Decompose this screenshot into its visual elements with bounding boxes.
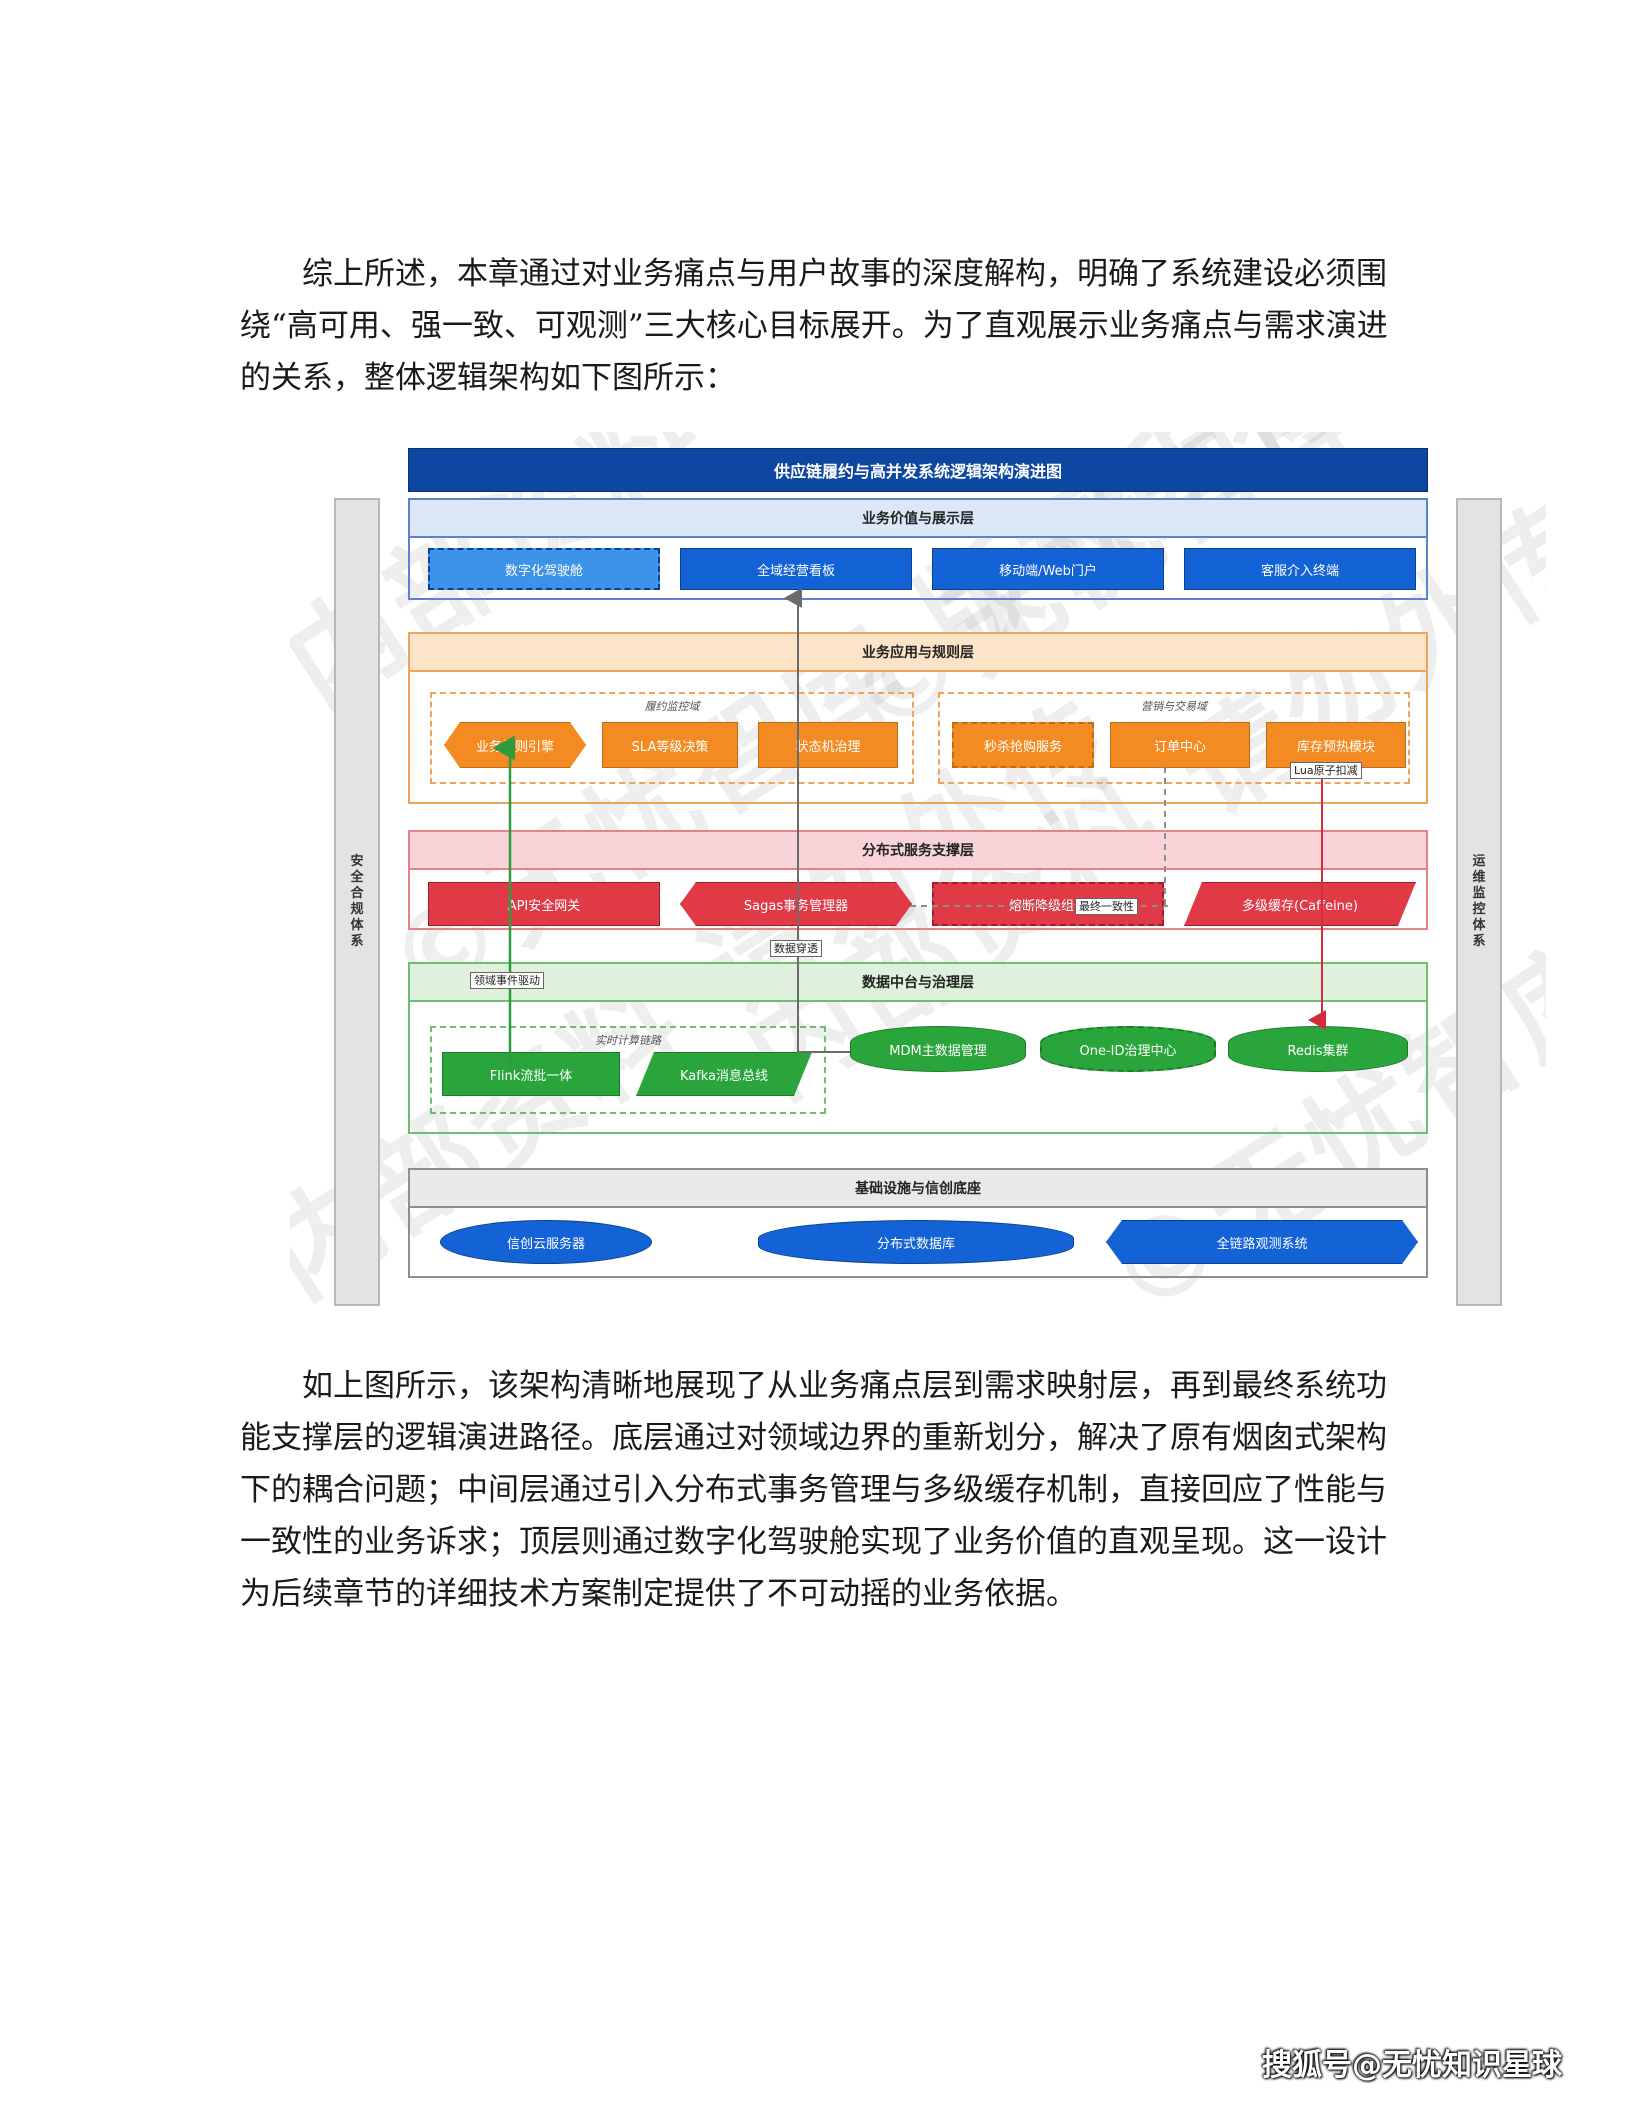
security-compliance-bar: 安全合规体系 — [334, 498, 380, 1306]
marketing-trade-group-label: 营销与交易域 — [1141, 700, 1207, 713]
sagas-manager-node: Sagas事务管理器 — [680, 882, 912, 926]
conclusion-paragraph: 如上图所示，该架构清晰地展现了从业务痛点层到需求映射层，再到最终系统功能支撑层的… — [240, 1368, 1387, 1612]
one-id-node: One-ID治理中心 — [1040, 1026, 1216, 1072]
global-dashboard-node: 全域经营看板 — [680, 548, 912, 590]
connector-lines — [492, 588, 1326, 1070]
flink-node: Flink流批一体 — [442, 1052, 620, 1096]
order-center-node: 订单中心 — [1110, 722, 1250, 768]
marketing-trade-group: 营销与交易域 秒杀抢购服务 订单中心 库存预热模块 — [938, 692, 1410, 784]
fulfillment-monitor-group-label: 履约监控域 — [644, 700, 700, 713]
layer-service: 分布式服务支撑层 API安全网关 Sagas事务管理器 熔断降级组件 多级缓存(… — [408, 830, 1428, 930]
distributed-db-node: 分布式数据库 — [758, 1220, 1074, 1264]
diagram-title: 供应链履约与高并发系统逻辑架构演进图 — [408, 448, 1428, 492]
layer-value: 业务价值与展示层 数字化驾驶舱 全域经营看板 移动端/Web门户 客服介入终端 — [408, 498, 1428, 600]
eventual-consistency-tag: 最终一致性 — [1075, 898, 1138, 915]
state-machine-node: 状态机治理 — [758, 722, 898, 768]
realtime-compute-group: 实时计算链路 Flink流批一体 Kafka消息总线 — [430, 1026, 826, 1114]
layer-application-title: 业务应用与规则层 — [410, 634, 1426, 672]
multilevel-cache-node: 多级缓存(Caffeine) — [1184, 882, 1416, 926]
layer-service-title: 分布式服务支撑层 — [410, 832, 1426, 870]
domain-event-tag: 领域事件驱动 — [470, 972, 544, 989]
sla-decision-node: SLA等级决策 — [602, 722, 738, 768]
ops-monitoring-label: 运维监控体系 — [1472, 854, 1486, 949]
data-penetration-arrow — [784, 588, 850, 1053]
inventory-warmup-node: 库存预热模块 — [1266, 722, 1406, 768]
architecture-diagram: 内部资料 请勿外传 ©无忧智库 版权所有 ©无忧智库 版权所有 内部资料 请勿外… — [290, 432, 1546, 1340]
data-penetration-tag: 数据穿透 — [770, 940, 822, 957]
source-signature: 搜狐号@无忧知识星球 — [1262, 2048, 1562, 2083]
lua-tag: Lua原子扣减 — [1290, 762, 1362, 779]
layer-data-title: 数据中台与治理层 — [410, 964, 1426, 1002]
layer-application: 业务应用与规则层 履约监控域 业务规则引擎 SLA等级决策 状态机治理 营销与交… — [408, 632, 1428, 804]
digital-cockpit-node: 数字化驾驶舱 — [428, 548, 660, 590]
mobile-web-portal-node: 移动端/Web门户 — [932, 548, 1164, 590]
circuit-breaker-node: 熔断降级组件 — [932, 882, 1164, 926]
kafka-node: Kafka消息总线 — [636, 1052, 812, 1096]
flash-sale-node: 秒杀抢购服务 — [952, 722, 1094, 768]
layer-value-title: 业务价值与展示层 — [410, 500, 1426, 538]
layer-infra: 基础设施与信创底座 信创云服务器 分布式数据库 全链路观测系统 — [408, 1168, 1428, 1278]
observability-node: 全链路观测系统 — [1106, 1220, 1418, 1264]
layer-infra-title: 基础设施与信创底座 — [410, 1170, 1426, 1208]
ops-monitoring-bar: 运维监控体系 — [1456, 498, 1502, 1306]
fulfillment-monitor-group: 履约监控域 业务规则引擎 SLA等级决策 状态机治理 — [430, 692, 914, 784]
layer-data: 数据中台与治理层 实时计算链路 Flink流批一体 Kafka消息总线 MDM主… — [408, 962, 1428, 1134]
security-compliance-label: 安全合规体系 — [350, 854, 364, 949]
api-gateway-node: API安全网关 — [428, 882, 660, 926]
realtime-compute-group-label: 实时计算链路 — [595, 1034, 661, 1047]
customer-service-terminal-node: 客服介入终端 — [1184, 548, 1416, 590]
intro-paragraph: 综上所述，本章通过对业务痛点与用户故事的深度解构，明确了系统建设必须围绕“高可用… — [240, 256, 1388, 396]
mdm-node: MDM主数据管理 — [850, 1026, 1026, 1072]
xinchuang-cloud-node: 信创云服务器 — [440, 1220, 652, 1264]
